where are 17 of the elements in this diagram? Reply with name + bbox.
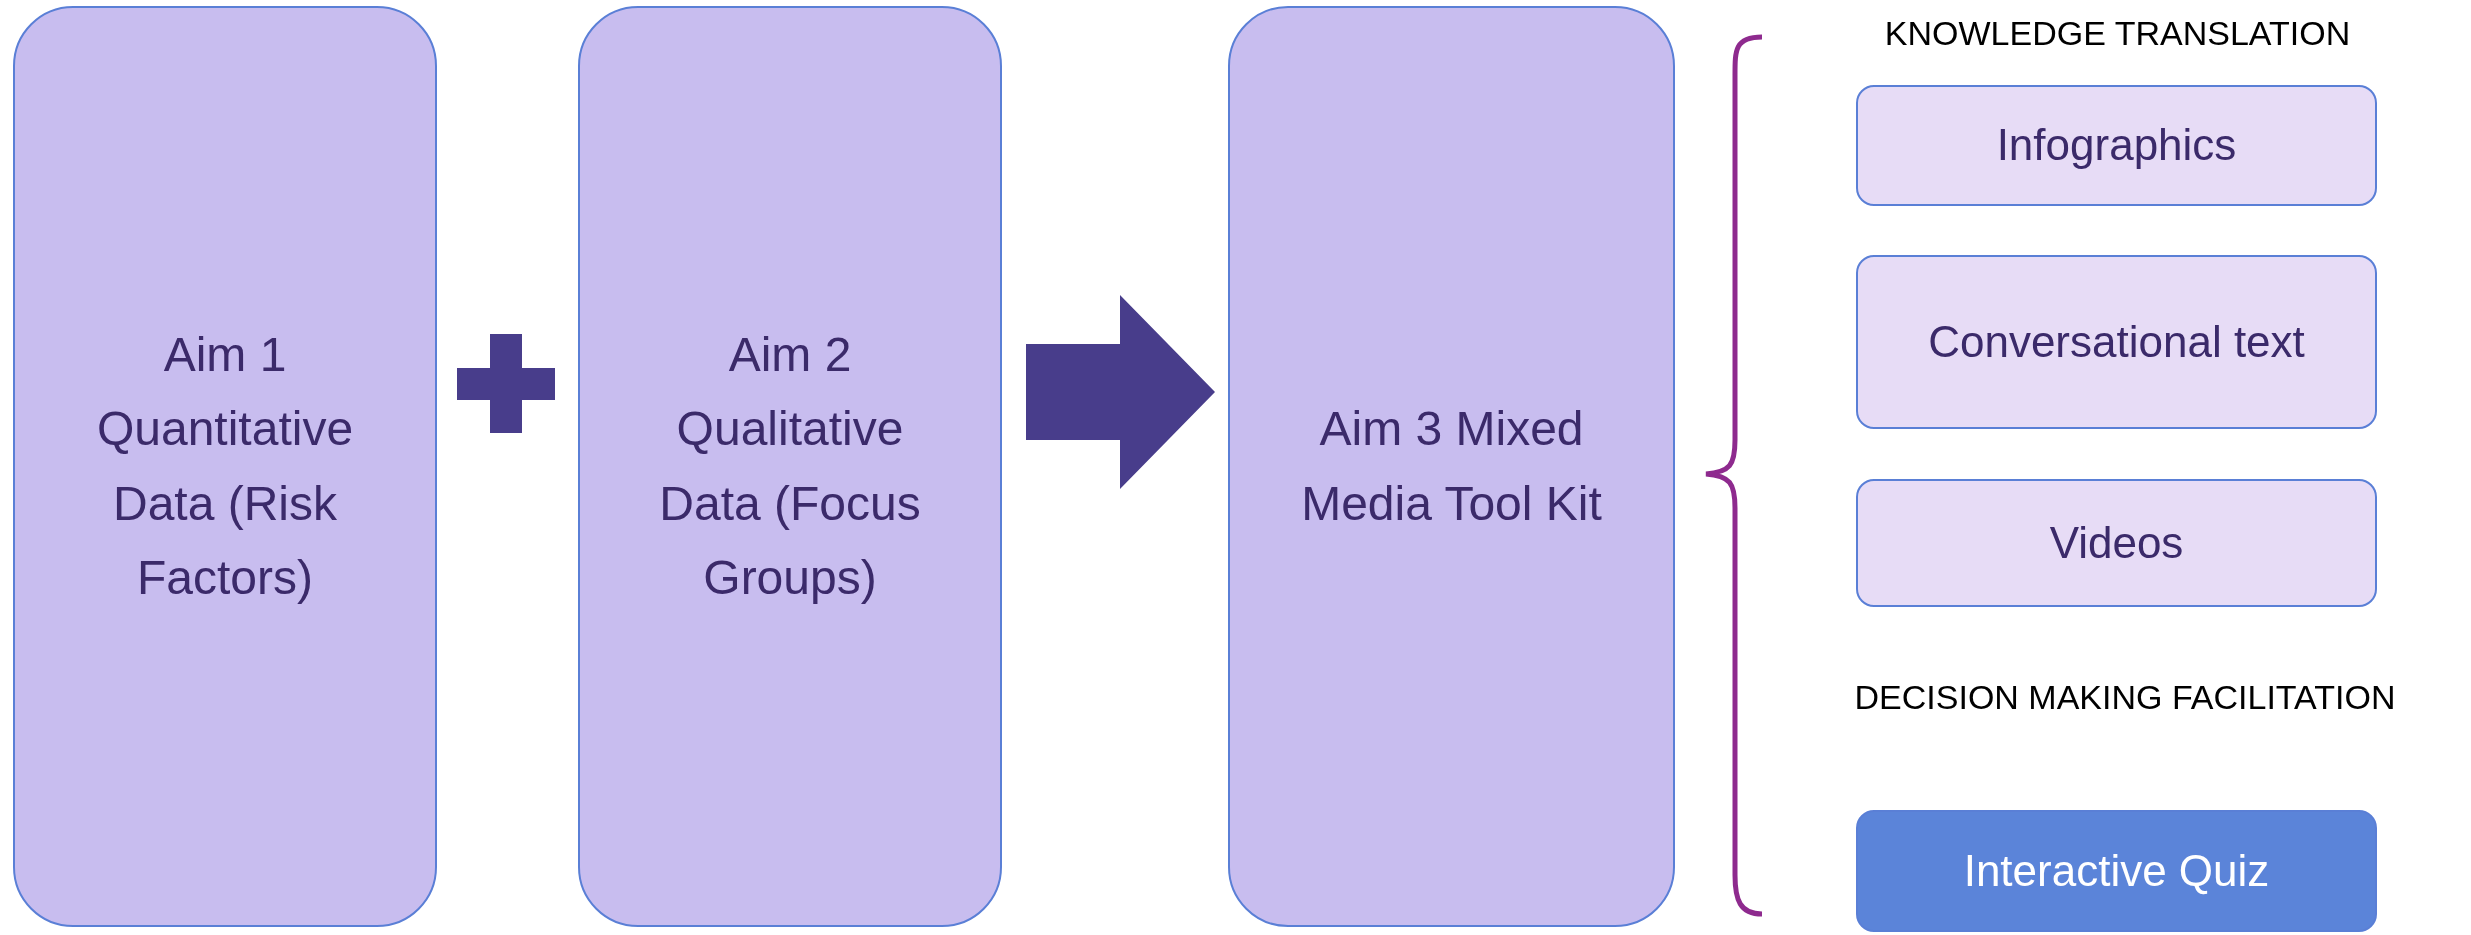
box-text: Interactive Quiz xyxy=(1963,844,2270,897)
rounded-box xyxy=(1856,479,2377,607)
box-text: Videos xyxy=(2049,516,2184,569)
section-heading: DECISION MAKING FACILITATION xyxy=(1853,678,2397,717)
rounded-box xyxy=(578,6,1002,927)
rounded-box xyxy=(13,6,437,927)
rounded-box xyxy=(1228,6,1675,927)
box-text: Aim 1 Quantitative Data (Risk Factors) xyxy=(95,326,355,606)
rounded-box xyxy=(1856,85,2377,206)
box-text: Aim 3 Mixed Media Tool Kit xyxy=(1300,401,1603,532)
box-text: Infographics xyxy=(1996,119,2237,172)
rounded-box xyxy=(1856,810,2377,932)
rounded-box xyxy=(1856,255,2377,429)
section-heading: KNOWLEDGE TRANSLATION xyxy=(1883,14,2352,53)
block-arrow xyxy=(1026,295,1215,489)
box-text: Conversational text xyxy=(1928,315,2305,368)
box-text: Aim 2 Qualitative Data (Focus Groups) xyxy=(658,326,922,606)
